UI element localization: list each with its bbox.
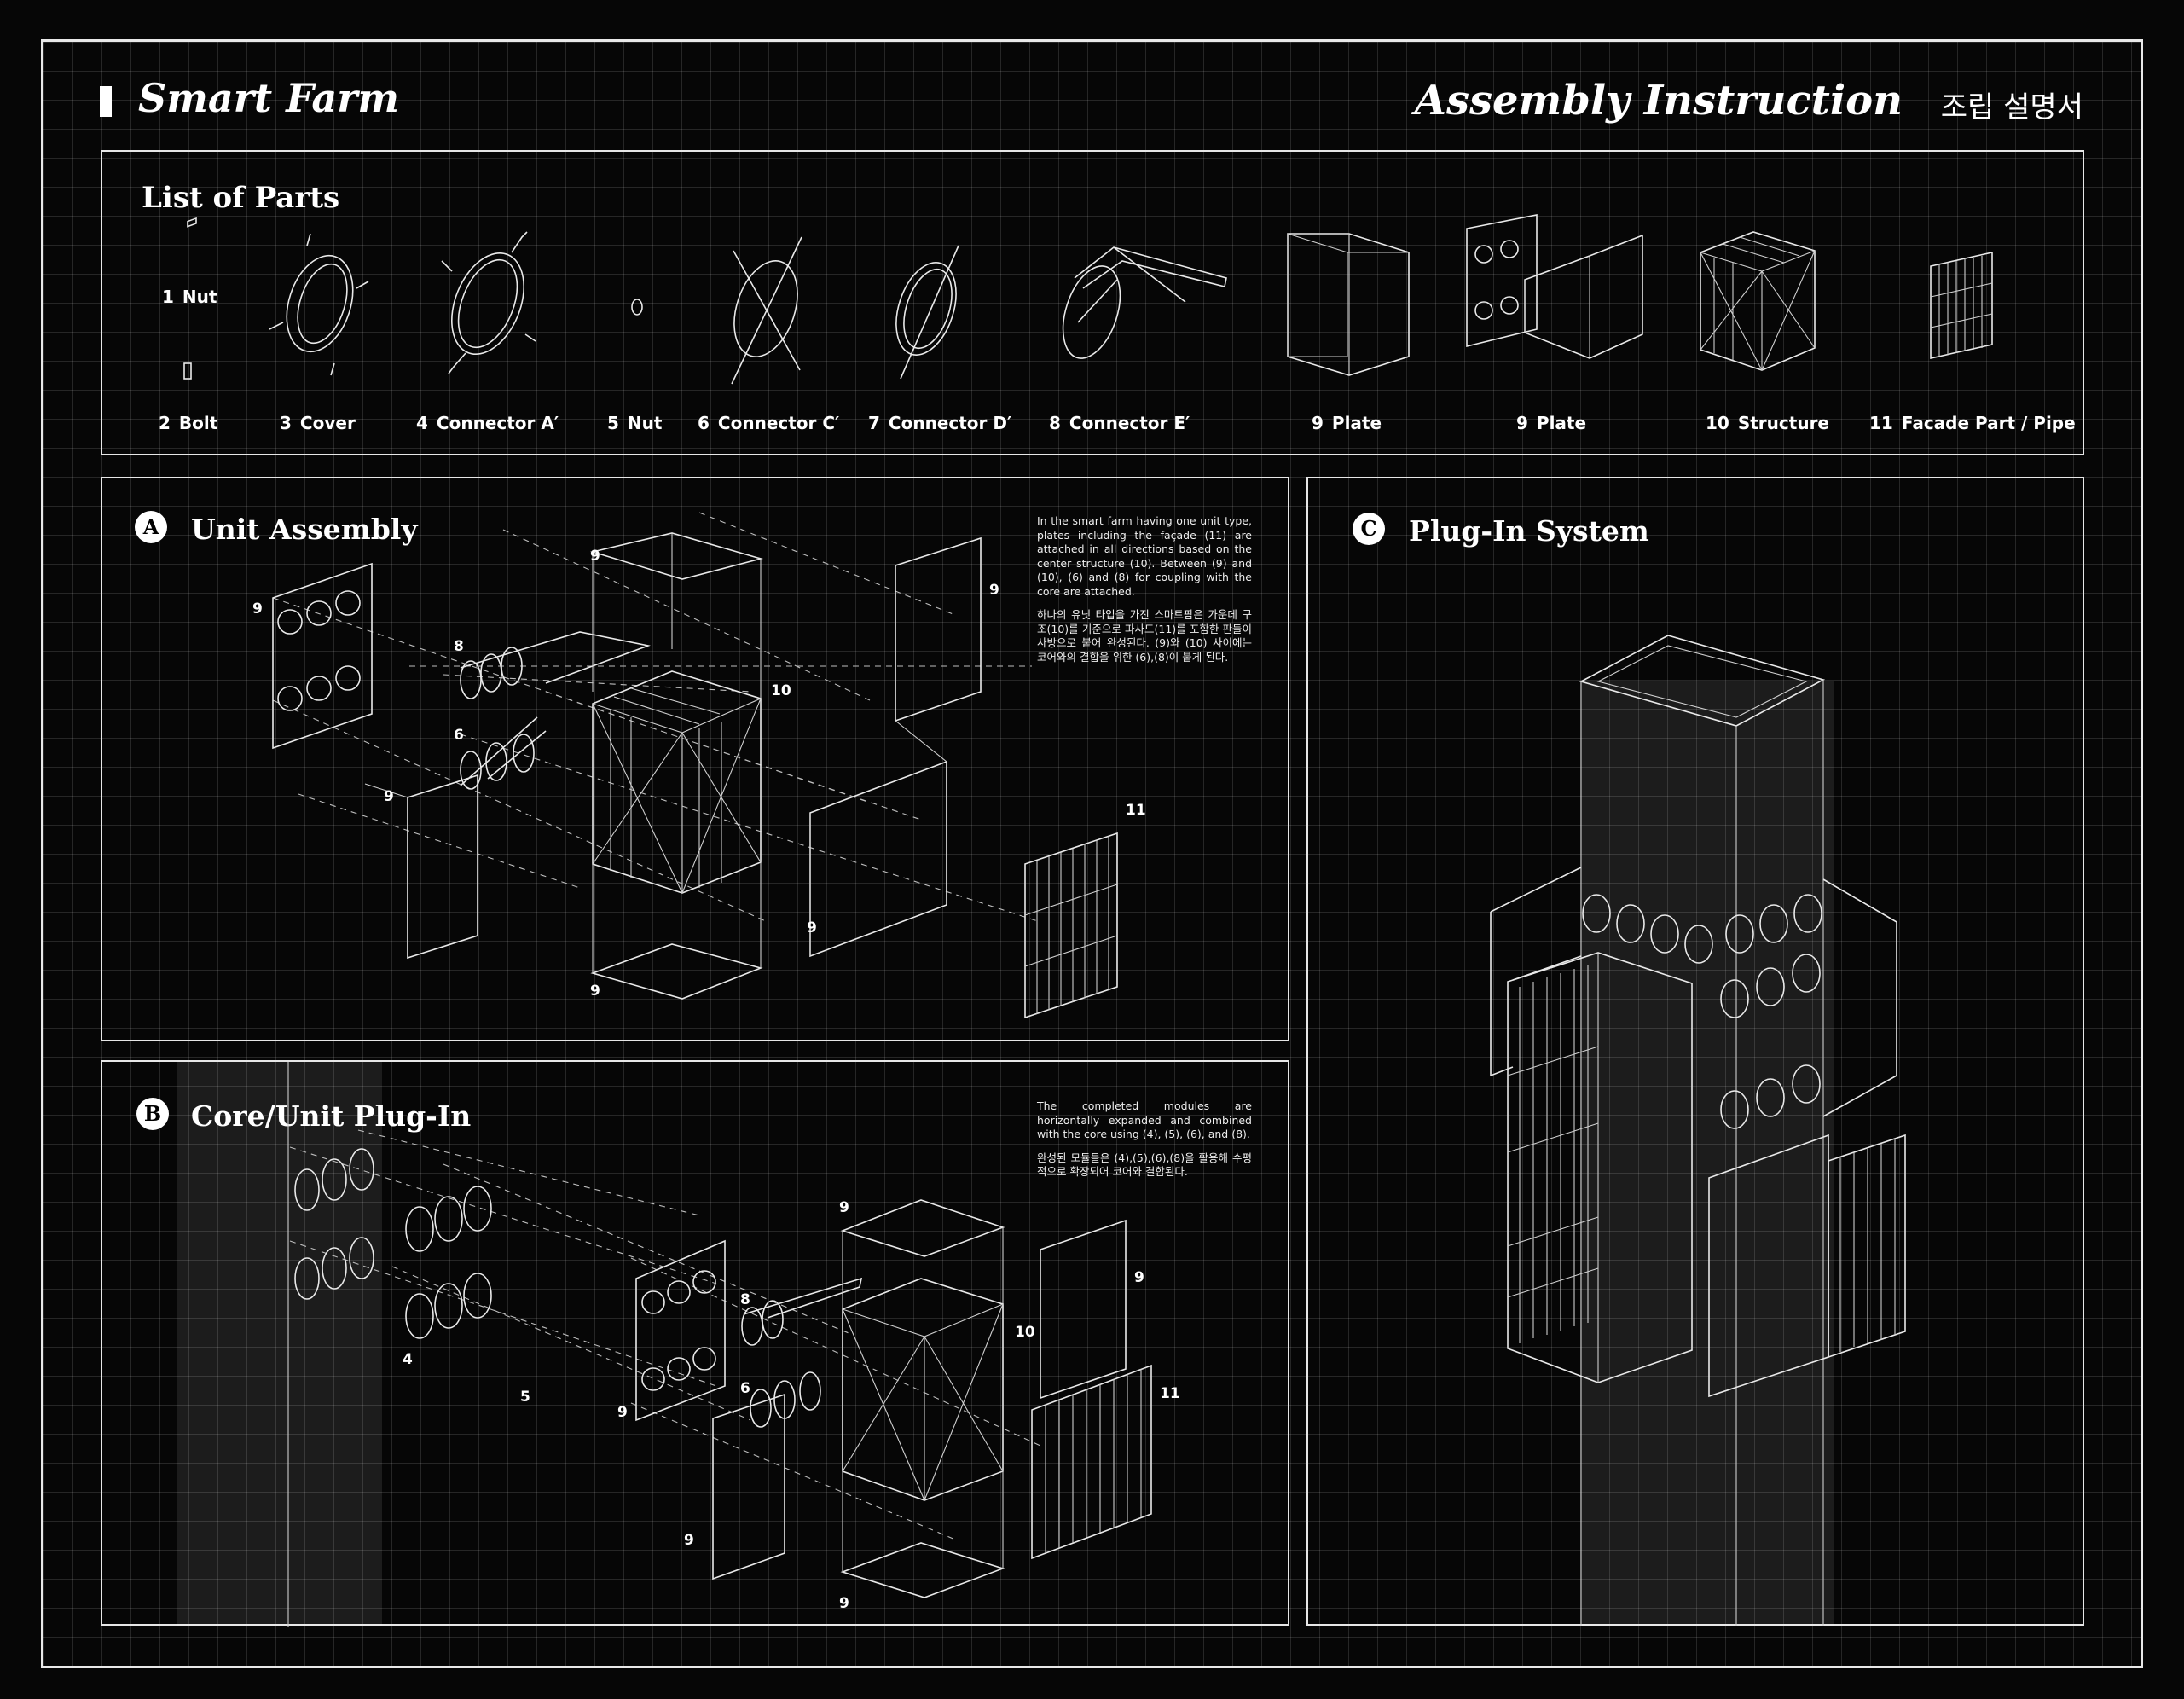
panel-description: In the smart farm having one unit type, …	[1037, 514, 1252, 674]
label-9: 9	[252, 600, 263, 618]
plate-box-icon	[1287, 233, 1410, 376]
plugin-system-panel: C Plug-In System	[1306, 477, 2084, 1626]
page-title: Smart Farm	[138, 75, 400, 121]
core-plugin-diagram: 4 5 9 8 6 9 9 10 11 9 9	[287, 1062, 1180, 1627]
description-korean: 완성된 모듈들은 (4),(5),(6),(8)을 활용해 수평적으로 확장되어…	[1037, 1151, 1252, 1179]
structure-icon	[1700, 231, 1816, 371]
connector-a-icon	[441, 231, 536, 374]
label-9: 9	[1134, 1269, 1144, 1286]
unit-assembly-diagram: 9 8 6 9 9 9 10 11 9 9	[252, 512, 1146, 1019]
label-5: 5	[520, 1389, 530, 1406]
label-9: 9	[590, 983, 600, 1000]
subtitle-korean: 조립 설명서	[1940, 90, 2083, 125]
parts-illustrations	[183, 214, 1993, 385]
facade-icon	[1930, 252, 1993, 359]
label-9: 9	[684, 1532, 694, 1549]
panel-badge: A	[135, 511, 167, 543]
subtitle: Assembly Instruction	[1414, 77, 1903, 125]
core-tower	[1581, 681, 1834, 1626]
cover-icon	[269, 233, 369, 376]
connector-c-icon	[731, 236, 802, 385]
connector-d-icon	[895, 245, 959, 380]
panel-badge: B	[136, 1098, 169, 1130]
label-8: 8	[454, 638, 464, 655]
label-10: 10	[771, 682, 791, 699]
label-6: 6	[740, 1380, 750, 1397]
label-8: 8	[740, 1291, 750, 1308]
label-11: 11	[1126, 802, 1146, 819]
label-4: 4	[403, 1351, 413, 1368]
header-accent-bar	[100, 86, 112, 117]
nut-icon	[187, 217, 197, 228]
panel-title: Plug-In System	[1409, 514, 1649, 548]
panel-title: Core/Unit Plug-In	[191, 1099, 472, 1133]
connector-e-icon	[1062, 246, 1227, 359]
unit-assembly-panel: A Unit Assembly In the smart farm having…	[101, 477, 1289, 1041]
blueprint-frame	[41, 39, 2143, 1668]
label-6: 6	[454, 727, 464, 744]
plugin-system-diagram	[1490, 635, 1906, 1626]
parts-heading: List of Parts	[142, 181, 340, 215]
label-9: 9	[807, 919, 817, 936]
plate-with-holes-icon	[1466, 214, 1643, 359]
label-9: 9	[989, 582, 999, 599]
panel-description: The completed modules are horizontally e…	[1037, 1099, 1252, 1189]
bolt-icon	[183, 362, 192, 380]
panel-badge: C	[1353, 513, 1385, 545]
core-column	[177, 1062, 382, 1626]
label-9: 9	[384, 788, 394, 805]
label-9: 9	[617, 1404, 628, 1421]
header-right: Assembly Instruction	[1415, 77, 1903, 128]
label-11: 11	[1160, 1385, 1180, 1402]
label-9: 9	[590, 548, 600, 565]
description-english: In the smart farm having one unit type, …	[1037, 514, 1252, 598]
description-english: The completed modules are horizontally e…	[1037, 1099, 1252, 1140]
panel-title: Unit Assembly	[191, 513, 418, 546]
description-korean: 하나의 유닛 타입을 가진 스마트팜은 가운데 구조(10)를 기준으로 파사드…	[1037, 608, 1252, 664]
label-9: 9	[839, 1199, 849, 1216]
core-unit-plugin-panel: B Core/Unit Plug-In The completed module…	[101, 1060, 1289, 1627]
label-10: 10	[1015, 1324, 1035, 1341]
nut-icon	[631, 299, 643, 316]
label-9: 9	[839, 1595, 849, 1612]
